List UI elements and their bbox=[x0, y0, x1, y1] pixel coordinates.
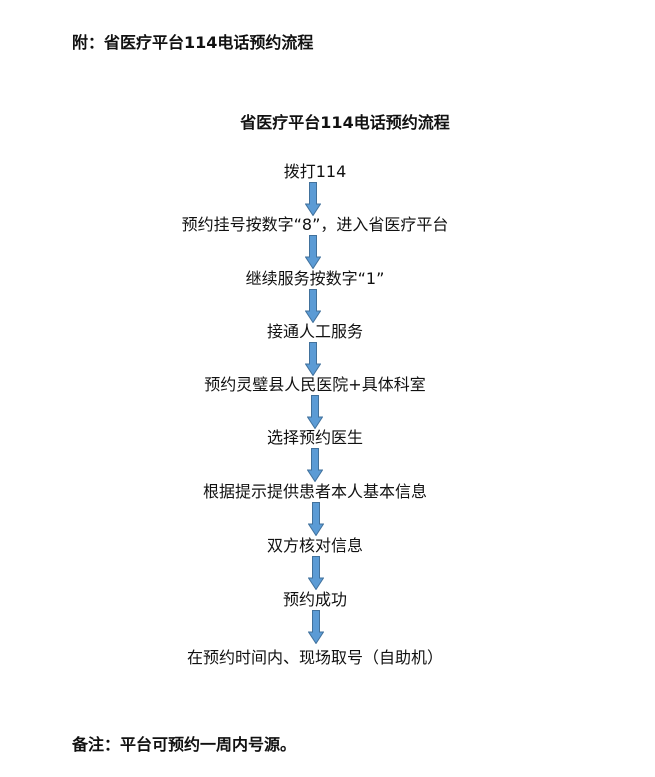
flow-step: 接通人工服务 bbox=[266, 322, 363, 341]
flow-step: 双方核对信息 bbox=[266, 536, 363, 555]
down-arrow-icon bbox=[305, 342, 321, 376]
down-arrow-icon bbox=[305, 289, 321, 323]
down-arrow-icon bbox=[308, 556, 324, 590]
flow-step: 选择预约医生 bbox=[266, 428, 363, 447]
down-arrow-icon bbox=[308, 502, 324, 536]
flow-step: 继续服务按数字“1” bbox=[245, 269, 385, 288]
down-arrow-icon bbox=[305, 182, 321, 216]
flow-step: 预约成功 bbox=[282, 590, 347, 609]
flow-step: 根据提示提供患者本人基本信息 bbox=[202, 482, 427, 501]
down-arrow-icon bbox=[308, 610, 324, 644]
document-header: 附：省医疗平台114电话预约流程 bbox=[72, 33, 314, 52]
flow-step: 预约挂号按数字“8”，进入省医疗平台 bbox=[181, 215, 449, 234]
down-arrow-icon bbox=[307, 448, 323, 482]
flow-step: 在预约时间内、现场取号（自助机） bbox=[186, 648, 443, 667]
down-arrow-icon bbox=[307, 395, 323, 429]
flow-step: 预约灵璧县人民医院+具体科室 bbox=[204, 375, 426, 394]
footnote: 备注：平台可预约一周内号源。 bbox=[72, 735, 297, 754]
flowchart-title: 省医疗平台114电话预约流程 bbox=[240, 113, 450, 132]
down-arrow-icon bbox=[305, 235, 321, 269]
flow-step: 拨打114 bbox=[283, 162, 347, 181]
